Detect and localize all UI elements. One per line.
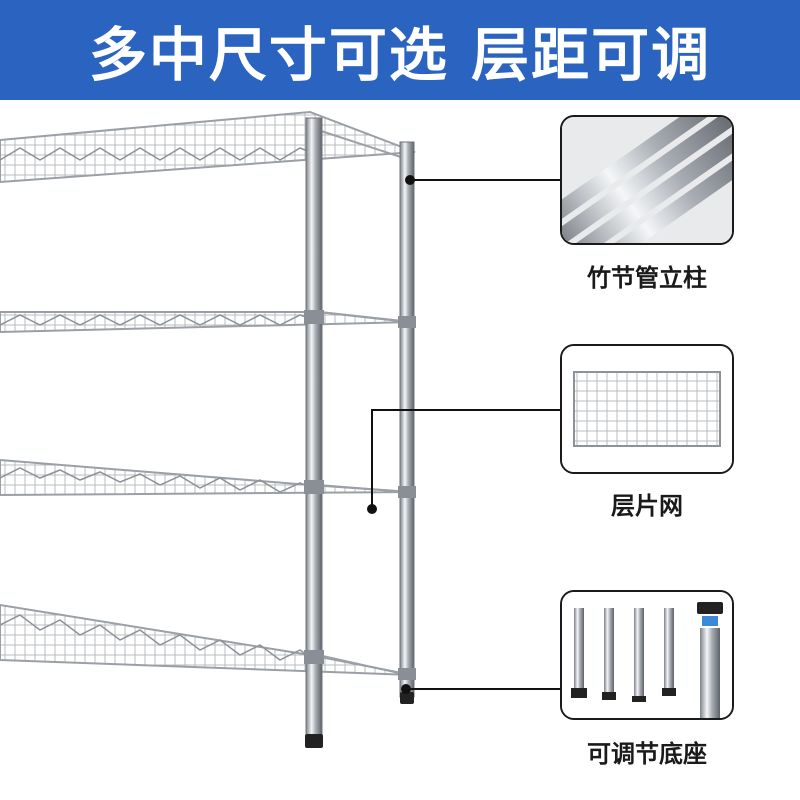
callout-box-wire-panel bbox=[560, 344, 734, 474]
top-banner: 多中尺寸可选 层距可调 bbox=[0, 0, 800, 100]
callout-leaders bbox=[367, 175, 560, 694]
wire-shelf-panel-icon bbox=[562, 346, 732, 472]
banner-title: 多中尺寸可选 层距可调 bbox=[88, 21, 712, 89]
callout-label-wire-panel: 层片网 bbox=[611, 492, 683, 520]
wire-shelves bbox=[0, 110, 416, 690]
shelf-posts bbox=[304, 117, 416, 748]
adjustable-foot-icon bbox=[562, 592, 732, 718]
callout-label-feet: 可调节底座 bbox=[587, 740, 707, 768]
callout-box-poles bbox=[560, 115, 734, 245]
chrome-wire-shelving-icon bbox=[0, 110, 560, 748]
callout-box-feet bbox=[560, 590, 734, 720]
callout-label-poles: 竹节管立柱 bbox=[587, 264, 707, 292]
chrome-pole-bundle-icon bbox=[562, 117, 732, 243]
product-scene bbox=[0, 100, 800, 800]
